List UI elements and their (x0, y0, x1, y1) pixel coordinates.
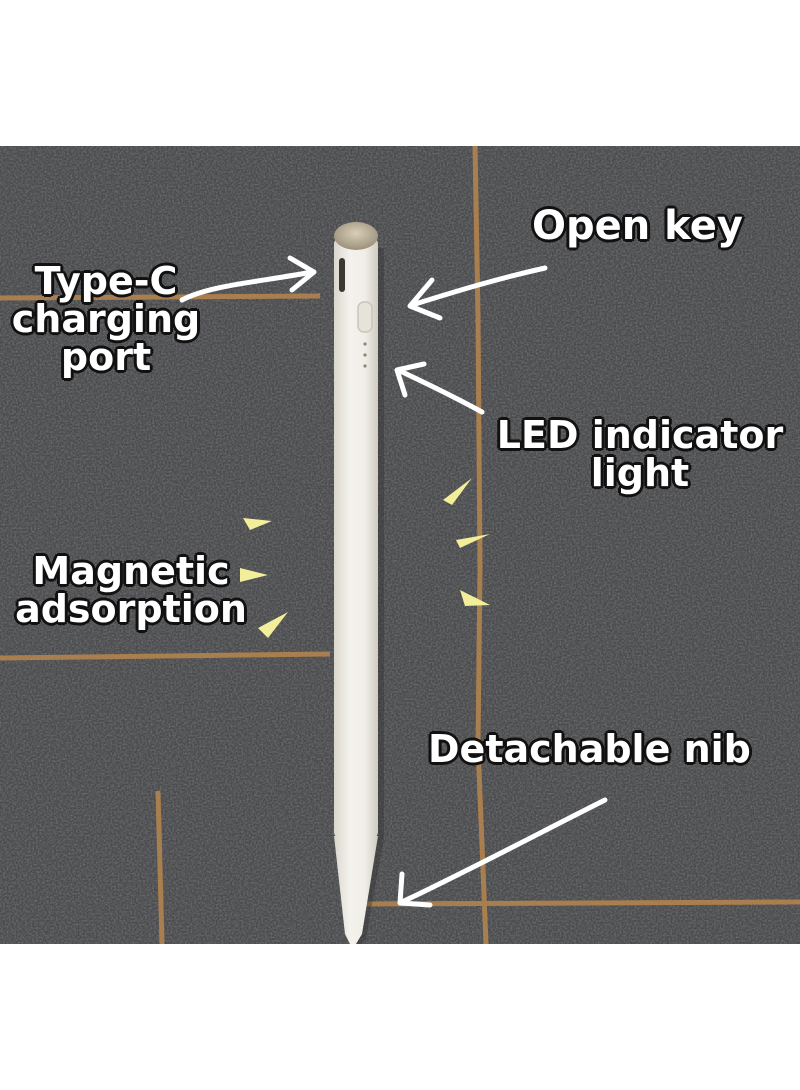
stripe-horizontal-lower (0, 651, 331, 661)
stylus-body (334, 238, 378, 838)
label-led-line2: light (590, 451, 690, 495)
stylus-cap (334, 222, 378, 250)
label-magnetic-line2: adsorption (14, 587, 248, 631)
label-type-c-charging-port: Type-C charging port (6, 259, 206, 379)
label-open-key: Open key (531, 203, 744, 249)
type-c-port (339, 258, 345, 292)
led-dot-1 (363, 342, 367, 346)
label-detachable-nib: Detachable nib (427, 727, 752, 771)
led-dot-2 (363, 353, 367, 357)
label-magnetic-line1: Magnetic (31, 549, 230, 593)
label-led-indicator-light: LED indicator light (484, 413, 796, 495)
led-dot-3 (363, 364, 367, 368)
label-magnetic-adsorption: Magnetic adsorption (6, 549, 256, 631)
stylus-tip (334, 836, 378, 944)
carpet-background (0, 146, 800, 944)
label-type-c-line3: port (60, 335, 152, 379)
label-led-line1: LED indicator (496, 413, 784, 457)
label-type-c-line1: Type-C (34, 259, 179, 303)
stripe-horizontal-bottom (359, 899, 800, 907)
stripe-vertical-left (155, 790, 165, 944)
stylus-pen (334, 222, 384, 944)
label-type-c-line2: charging (11, 297, 201, 341)
open-key-button (357, 301, 373, 333)
